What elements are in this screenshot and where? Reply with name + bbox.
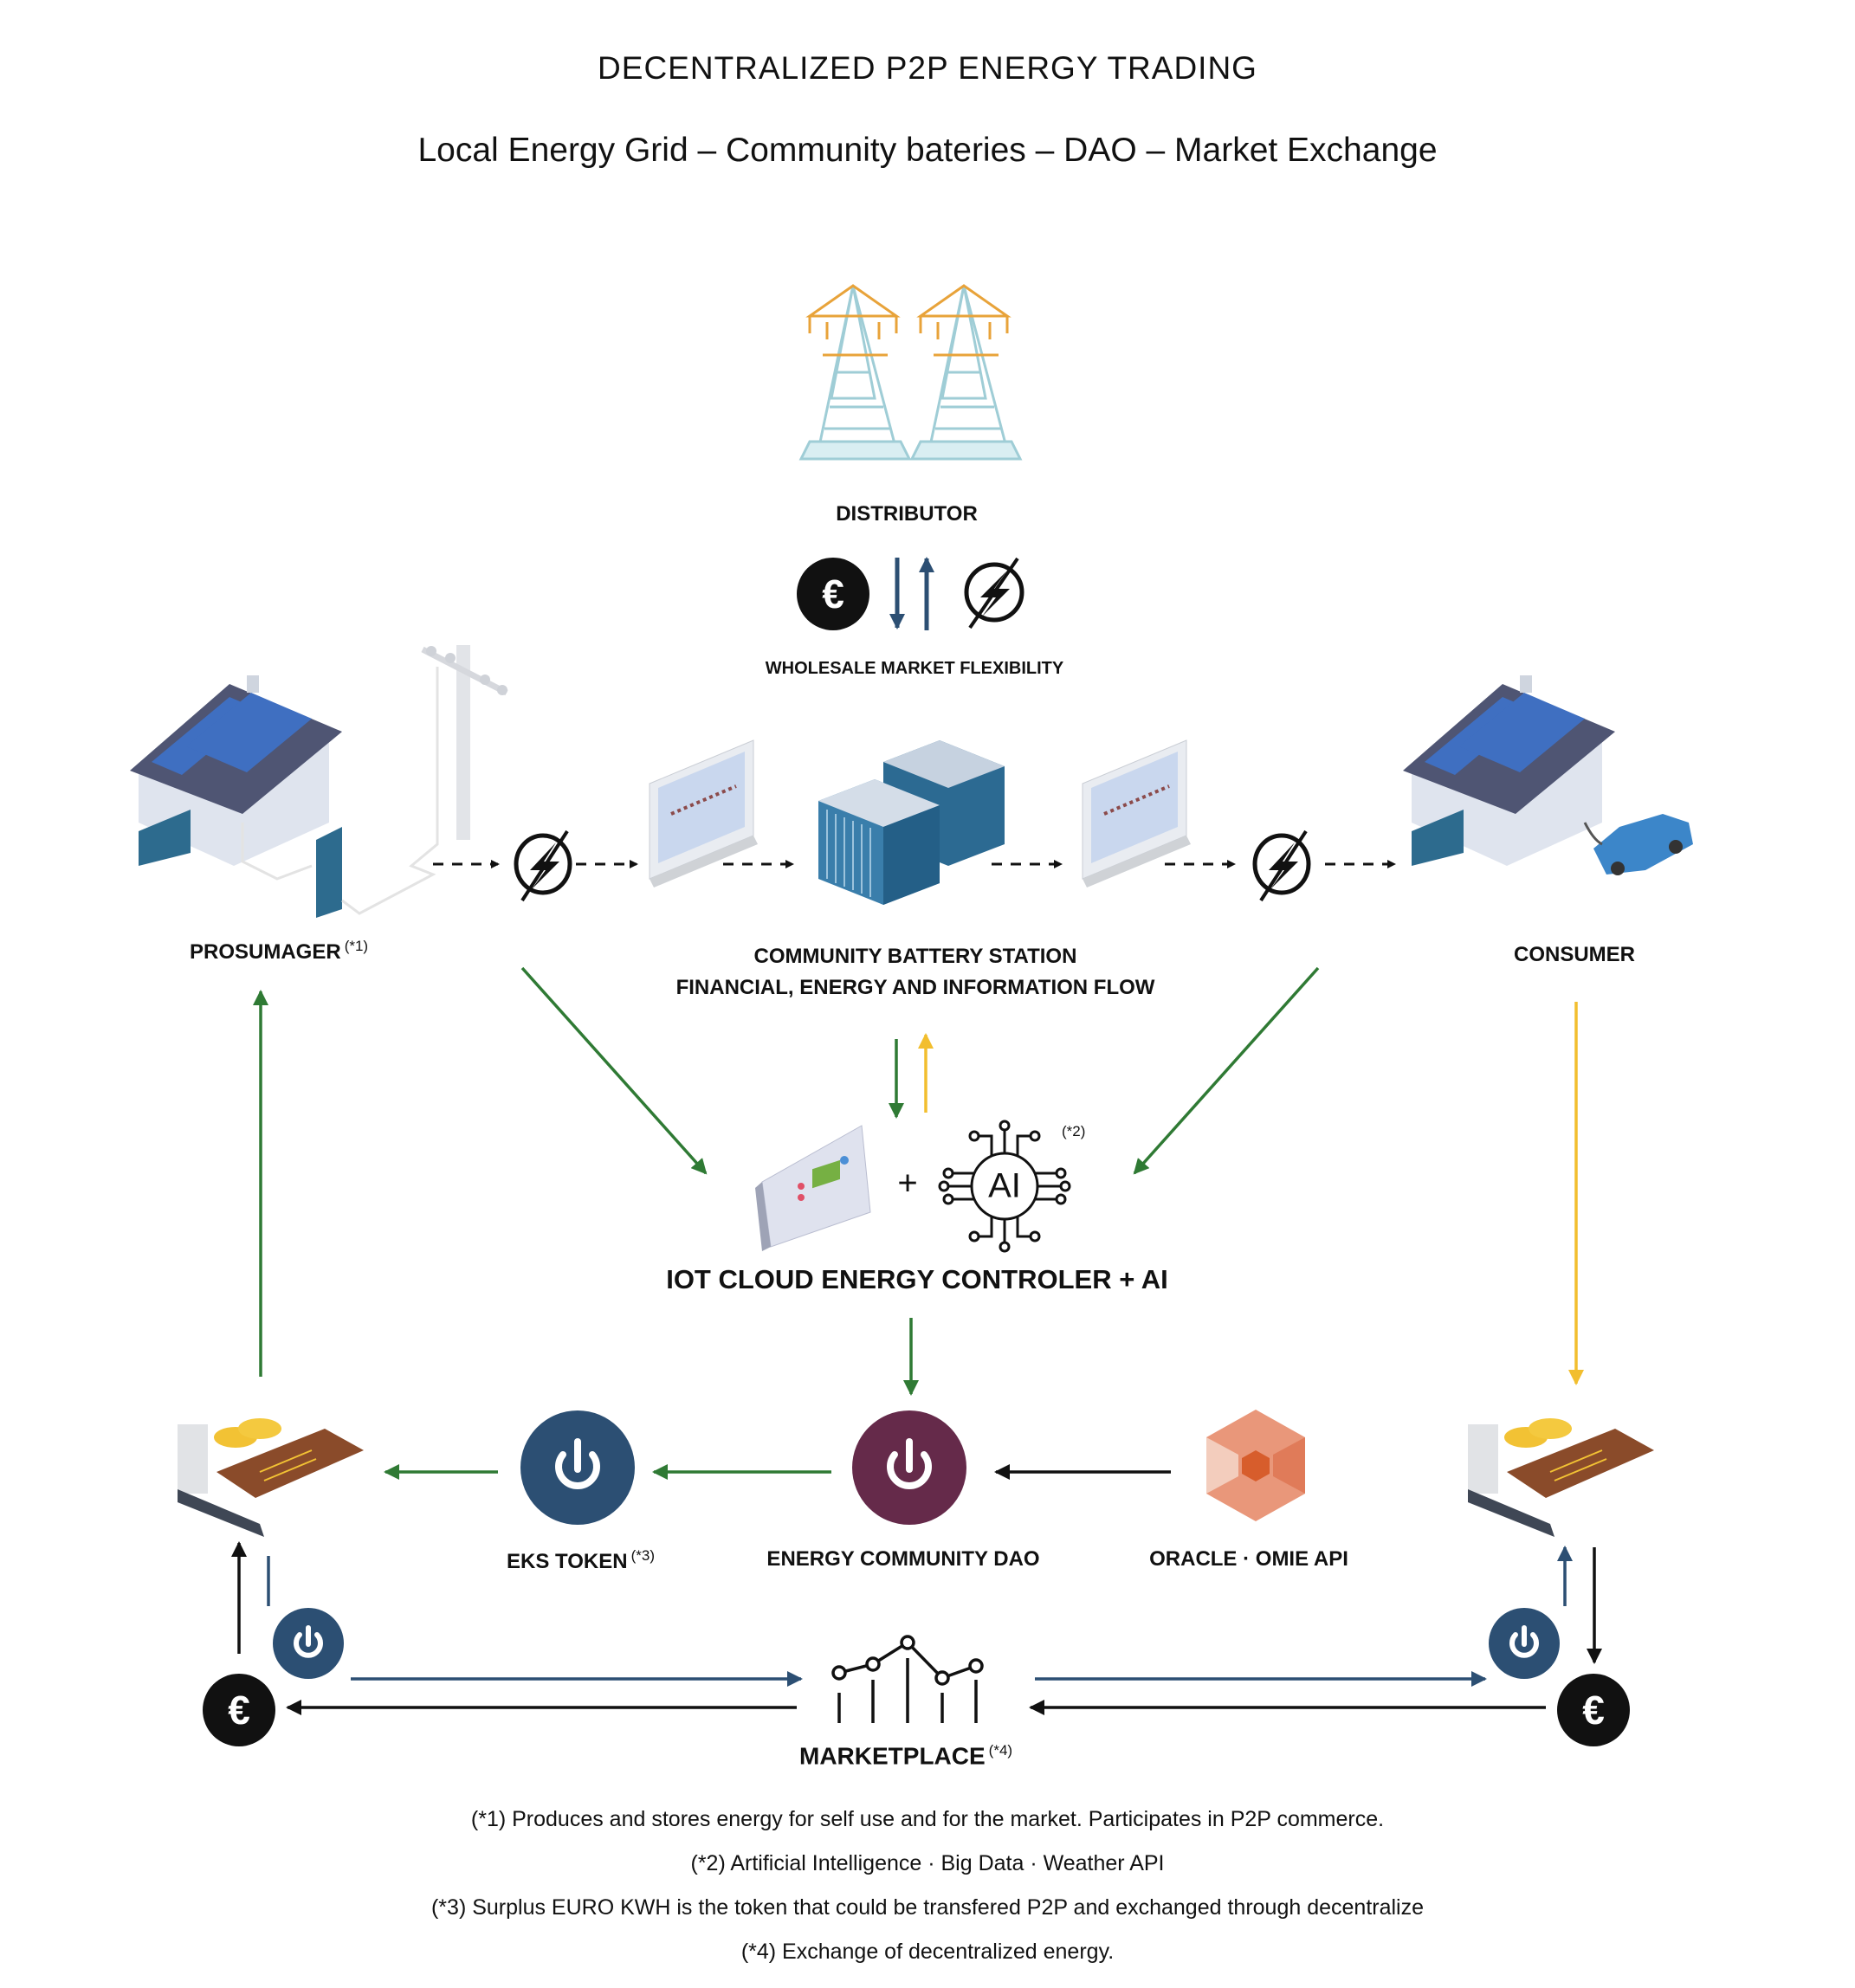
oracle-label: ORACLE · OMIE API [1149,1547,1348,1571]
prosumager-note-ref: (*1) [344,938,369,954]
eks-token-badge-icon [520,1410,635,1525]
euro-coin-icon-top [797,558,869,630]
energy-bolt-icon-top [964,557,1024,629]
energy-bolt-icon-left [514,829,572,902]
crypto-wallet-icon-right [1468,1418,1654,1537]
eks-token-label: EKS TOKEN(*3) [507,1547,655,1574]
distributor-label: DISTRIBUTOR [836,502,978,526]
oracle-hexagon-icon [1206,1410,1305,1521]
eks-token-note-ref: (*3) [630,1547,655,1564]
marketplace-label: MARKETPLACE(*4) [799,1742,1012,1770]
iot-controller-label: IOT CLOUD ENERGY CONTROLER + AI [666,1264,1168,1294]
prosumager-house-icon [130,675,342,918]
eks-token-label-text: EKS TOKEN [507,1550,628,1573]
community-battery-label-line2: FINANCIAL, ENERGY AND INFORMATION FLOW [675,976,1155,999]
euro-coin-icon-right [1557,1674,1630,1746]
prosumager-to-iot-arrow [520,966,708,1175]
wholesale-label: WHOLESALE MARKET FLEXIBILITY [765,659,1064,678]
footnote-1: (*1) Produces and stores energy for self… [470,1807,1385,1831]
marketplace-chart-icon [831,1635,984,1723]
ai-brain-icon [938,1120,1071,1253]
marketplace-label-text: MARKETPLACE [799,1742,986,1770]
transmission-towers-icon [798,284,1023,461]
battery-station-icon [818,740,1005,905]
mini-token-badge-left-icon [273,1608,344,1679]
utility-pole-icon [241,645,508,915]
consumer-house-icon [1403,675,1615,866]
prosumager-label: PROSUMAGER(*1) [190,938,368,965]
euro-symbol-left: € [228,1688,250,1733]
diagram-title: DECENTRALIZED P2P ENERGY TRADING [598,50,1257,86]
electrical-panel-icon-left [649,739,758,888]
prosumager-label-text: PROSUMAGER [190,940,341,964]
community-battery-label-line1: COMMUNITY BATTERY STATION [753,945,1077,968]
euro-symbol-right: € [1582,1688,1605,1733]
ai-text: AI [988,1166,1021,1205]
mini-token-badge-right-icon [1489,1608,1560,1679]
euro-coin-icon-left [203,1674,275,1746]
euro-symbol-top: € [822,571,844,616]
diagram-subtitle: Local Energy Grid – Community bateries –… [417,132,1438,169]
footnote-2: (*2) Artificial Intelligence · Big Data … [690,1851,1165,1875]
consumer-label: CONSUMER [1513,943,1636,966]
energy-bolt-icon-right [1252,829,1311,902]
ai-note-ref: (*2) [1062,1123,1086,1139]
consumer-to-iot-arrow [1133,966,1320,1175]
footnote-4: (*4) Exchange of decentralized energy. [740,1940,1115,1964]
charge-controller-icon [755,1125,871,1251]
marketplace-note-ref: (*4) [988,1742,1013,1759]
dao-badge-icon [852,1410,966,1525]
electrical-panel-icon-right [1082,739,1191,888]
footnote-3: (*3) Surplus EURO KWH is the token that … [430,1895,1425,1920]
electric-car-icon [1583,814,1693,875]
crypto-wallet-icon-left [178,1418,364,1537]
community-battery-label: COMMUNITY BATTERY STATION FINANCIAL, ENE… [676,941,1155,1004]
plus-sign: + [897,1164,918,1203]
dao-label: ENERGY COMMUNITY DAO [766,1547,1040,1571]
